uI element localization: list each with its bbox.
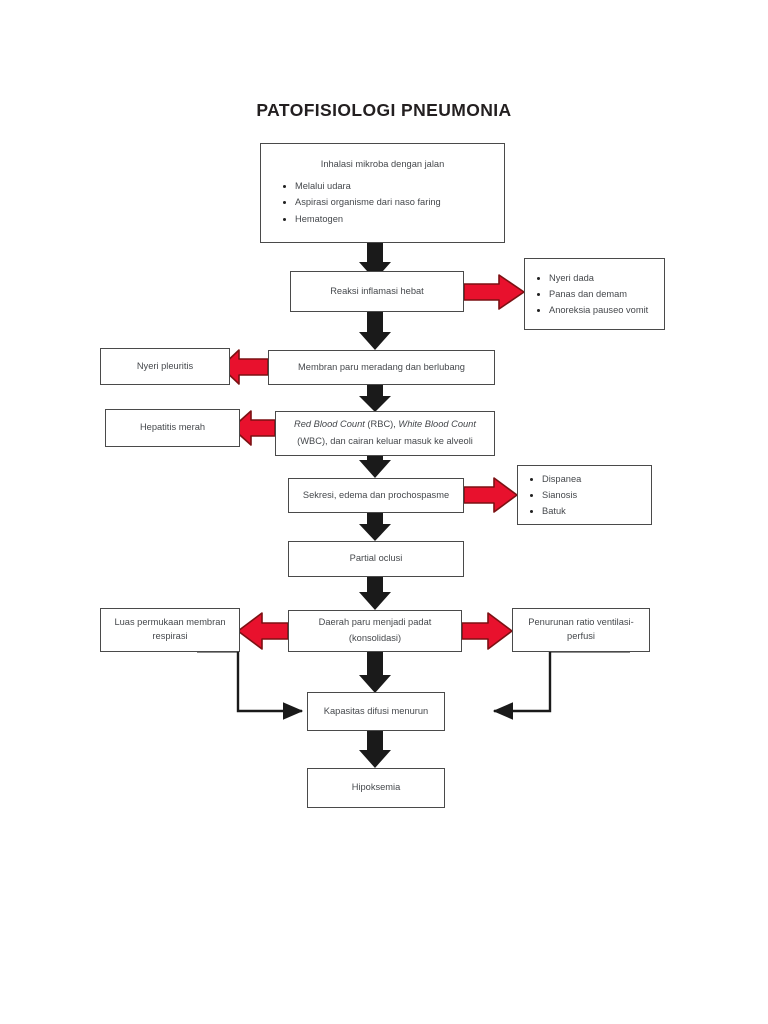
list-item: Panas dan demam <box>533 286 656 302</box>
node-hipoksemia-label: Hipoksemia <box>351 782 401 793</box>
node-blood-count-line1: Red Blood Count (RBC), White Blood Count <box>286 418 484 432</box>
node-inhalasi-mikroba[interactable]: Inhalasi mikroba dengan jalan Melalui ud… <box>260 143 505 243</box>
node-penurunan-ratio[interactable]: Penurunan ratio ventilasi- perfusi <box>512 608 650 652</box>
connector-luas-to-kapasitas <box>197 646 304 720</box>
node-partial-oclusi[interactable]: Partial oclusi <box>288 541 464 577</box>
arrow-sekresi-to-partial <box>359 513 391 541</box>
node-inhalasi-bullets: Melalui udara Aspirasi organisme dari na… <box>279 178 486 227</box>
node-luas-permukaan-line1: Luas permukaan membran <box>114 617 226 628</box>
arrow-reaksi-to-membran <box>359 312 391 350</box>
connector-penurunan-to-kapasitas <box>492 646 630 720</box>
node-gejala-inflamasi-bullets: Nyeri dada Panas dan demam Anoreksia pau… <box>533 270 656 319</box>
arrow-inhalasi-to-reaksi <box>359 243 391 280</box>
node-kapasitas-difusi-label: Kapasitas difusi menurun <box>323 705 429 716</box>
node-nyeri-pleuritis[interactable]: Nyeri pleuritis <box>100 348 230 385</box>
list-item: Batuk <box>526 503 643 519</box>
node-sekresi-edema-label: Sekresi, edema dan prochospasme <box>302 489 450 500</box>
red-arrow-daerah-to-penurunan <box>461 612 513 650</box>
node-gejala-sekresi[interactable]: Dispanea Sianosis Batuk <box>517 465 652 525</box>
node-gejala-inflamasi[interactable]: Nyeri dada Panas dan demam Anoreksia pau… <box>524 258 665 330</box>
node-blood-count-rbc-abbrev: (RBC), <box>364 419 399 430</box>
node-hepatitis-merah[interactable]: Hepatitis merah <box>105 409 240 447</box>
node-blood-count[interactable]: Red Blood Count (RBC), White Blood Count… <box>275 411 495 456</box>
node-nyeri-pleuritis-label: Nyeri pleuritis <box>136 360 194 371</box>
list-item: Dispanea <box>526 471 643 487</box>
node-blood-count-rbc: Red Blood Count <box>294 419 365 430</box>
arrow-daerah-to-kapasitas <box>359 652 391 693</box>
red-arrow-daerah-to-luas <box>237 612 289 650</box>
node-hepatitis-merah-label: Hepatitis merah <box>139 422 206 433</box>
node-membran-paru-label: Membran paru meradang dan berlubang <box>298 361 465 372</box>
node-hipoksemia[interactable]: Hipoksemia <box>307 768 445 808</box>
node-penurunan-ratio-line1: Penurunan ratio ventilasi- <box>528 617 634 628</box>
node-partial-oclusi-label: Partial oclusi <box>349 553 403 564</box>
red-arrow-bloodcount-to-hepatitis <box>231 410 276 446</box>
page-title: PATOFISIOLOGI PNEUMONIA <box>256 100 512 120</box>
node-daerah-paru-line1: Daerah paru menjadi padat <box>318 617 432 628</box>
red-arrow-sekresi-to-gejala <box>463 477 518 513</box>
node-gejala-sekresi-bullets: Dispanea Sianosis Batuk <box>526 471 643 520</box>
node-blood-count-wbc: White Blood Count <box>398 419 476 430</box>
list-item: Aspirasi organisme dari naso faring <box>279 194 486 210</box>
list-item: Anoreksia pauseo vomit <box>533 302 656 318</box>
node-kapasitas-difusi[interactable]: Kapasitas difusi menurun <box>307 692 445 731</box>
node-penurunan-ratio-line2: perfusi <box>567 631 595 641</box>
node-inhalasi-heading: Inhalasi mikroba dengan jalan <box>320 159 445 170</box>
red-arrow-membran-to-nyeri <box>220 349 269 385</box>
arrow-membran-to-bloodcount <box>359 385 391 412</box>
red-arrow-reaksi-to-gejala <box>463 274 525 310</box>
list-item: Sianosis <box>526 487 643 503</box>
node-reaksi-inflamasi[interactable]: Reaksi inflamasi hebat <box>290 271 464 312</box>
list-item: Nyeri dada <box>533 270 656 286</box>
node-membran-paru[interactable]: Membran paru meradang dan berlubang <box>268 350 495 385</box>
list-item: Hematogen <box>279 211 486 227</box>
node-daerah-paru[interactable]: Daerah paru menjadi padat (konsolidasi) <box>288 610 462 652</box>
node-luas-permukaan[interactable]: Luas permukaan membran respirasi <box>100 608 240 652</box>
arrow-kapasitas-to-hipoksemia <box>359 731 391 768</box>
node-blood-count-line2: (WBC), dan cairan keluar masuk ke alveol… <box>297 435 473 446</box>
node-sekresi-edema[interactable]: Sekresi, edema dan prochospasme <box>288 478 464 513</box>
arrow-partial-to-daerah <box>359 577 391 610</box>
node-daerah-paru-line2: (konsolidasi) <box>348 633 402 643</box>
list-item: Melalui udara <box>279 178 486 194</box>
node-reaksi-inflamasi-label: Reaksi inflamasi hebat <box>330 285 424 296</box>
node-luas-permukaan-line2: respirasi <box>152 631 188 641</box>
